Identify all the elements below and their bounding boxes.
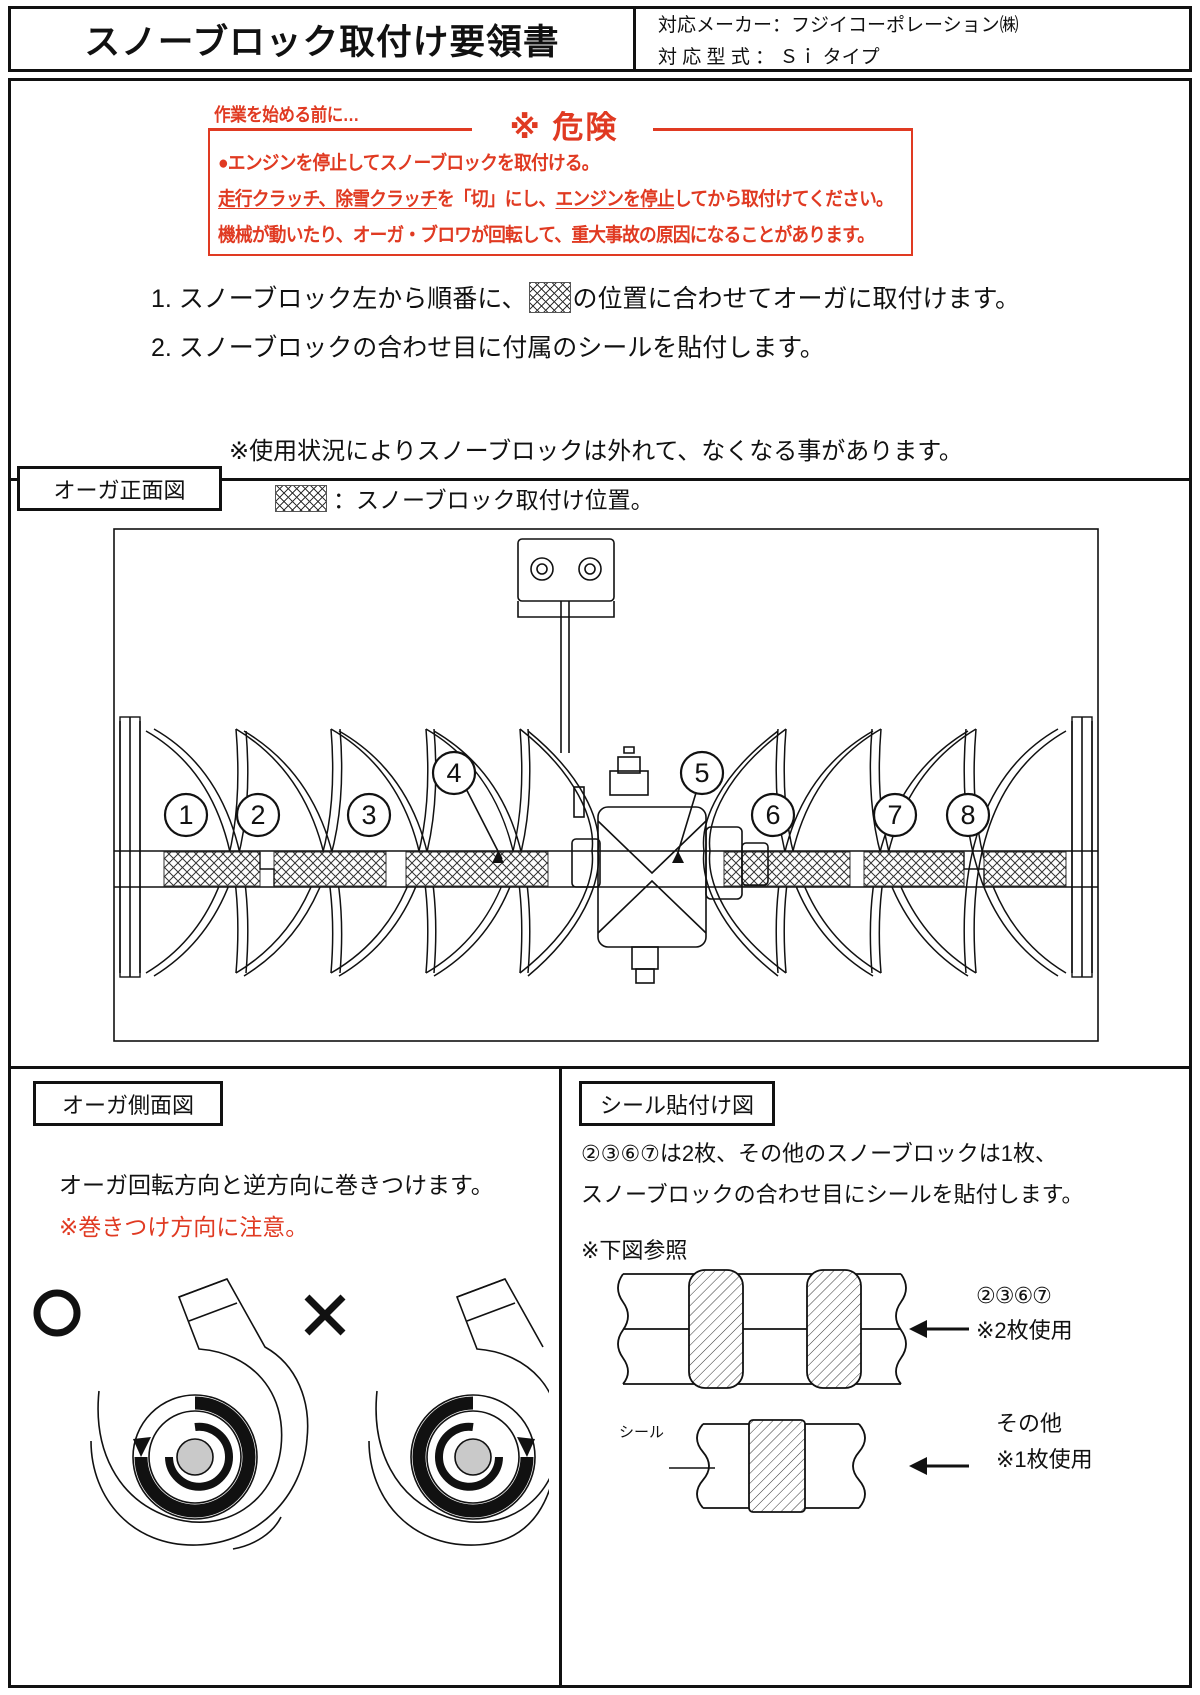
bottom-section-divider (11, 1066, 1189, 1069)
position-marker-4: 4 (431, 750, 477, 796)
side-view-svg (33, 1278, 561, 1550)
callout-two-sheets: ②③⑥⑦ ※2枚使用 (976, 1283, 1073, 1345)
ng-symbol-icon (304, 1294, 346, 1336)
wrap-arrow-correct (133, 1437, 151, 1457)
side-view-incorrect-example (304, 1278, 561, 1546)
callout-arrow-two-sheets (909, 1320, 927, 1338)
ok-symbol-icon (33, 1289, 81, 1337)
step-instructions: 1. スノーブロック左から順番に、 の位置に合わせてオーガに取付けます。 2. … (151, 279, 1020, 364)
position-marker-3: 3 (346, 792, 392, 838)
seal-view-sub-note: ※下図参照 (581, 1238, 688, 1263)
side-view-line-1: オーガ回転方向と逆方向に巻きつけます。 (59, 1172, 494, 1198)
danger-line-3: 機械が動いたり、オーガ・ブロワが回転して、重大事故の原因になることがあります。 (218, 225, 875, 246)
seal-application-diagram (571, 1256, 991, 1516)
position-number-group: 1 2 3 4 5 (163, 750, 991, 838)
position-marker-2: 2 (235, 792, 281, 838)
svg-text:2: 2 (250, 800, 265, 830)
danger-line-2-part-c: エンジンを停止 (555, 189, 674, 210)
document-body-frame: 作業を始める前に… ※ 危険 ●エンジンを停止してスノーブロックを取付ける。 走… (8, 78, 1192, 1688)
auger-front-view-diagram: 1 2 3 4 5 (106, 521, 1106, 1061)
bottom-panel-divider (559, 1069, 562, 1688)
svg-text:3: 3 (361, 800, 376, 830)
position-marker-5: 5 (679, 750, 725, 796)
callout-two-sheets-note: ※2枚使用 (976, 1318, 1073, 1343)
step-2: 2. スノーブロックの合わせ目に付属のシールを貼付します。 (151, 334, 825, 362)
seal-view-text: ②③⑥⑦は2枚、その他のスノーブロックは1枚、 スノーブロックの合わせ目にシール… (581, 1136, 1083, 1209)
seal-view-line-2: スノーブロックの合わせ目にシールを貼付します。 (581, 1182, 1084, 1207)
legend-label: ：スノーブロック取付け位置。 (333, 487, 654, 513)
model-line: 対 応 型 式 ： Ｓｉ タイプ (658, 46, 880, 68)
step-1-text-b: の位置に合わせてオーガに取付けます。 (572, 285, 1021, 313)
side-view-diagram (29, 1261, 561, 1681)
page-title: スノーブロック取付け要領書 (84, 22, 560, 62)
danger-line-2-part-a: 走行クラッチ、除雪クラッチ (218, 189, 438, 210)
step-1: 1. スノーブロック左から順番に、 の位置に合わせてオーガに取付けます。 (151, 279, 1020, 315)
danger-line-2-part-b: を「切」にし、 (436, 189, 556, 210)
danger-title: ※ 危険 (478, 102, 650, 147)
maker-line: 対応メーカー：フジイコーポレーション㈱ (658, 14, 1019, 36)
wrap-direction-arc-incorrect (412, 1396, 534, 1518)
callout-one-sheet-note: ※1枚使用 (996, 1447, 1093, 1472)
tab-front-view: オーガ正面図 (17, 466, 222, 511)
danger-warning-block: 作業を始める前に… ※ 危険 ●エンジンを停止してスノーブロックを取付ける。 走… (208, 101, 913, 256)
side-view-line-2: ※巻きつけ方向に注意。 (59, 1214, 309, 1240)
side-view-text: オーガ回転方向と逆方向に巻きつけます。 ※巻きつけ方向に注意。 (59, 1166, 494, 1242)
svg-text:5: 5 (694, 758, 709, 788)
wrap-direction-arc-correct (134, 1396, 256, 1518)
seal-sticker-1 (688, 1269, 744, 1389)
auger-front-svg: 1 2 3 4 5 (113, 528, 1099, 1042)
callout-one-sheet-label: その他 (996, 1411, 1063, 1436)
callout-one-sheet: その他 ※1枚使用 (996, 1406, 1093, 1474)
document-title-cell: スノーブロック取付け要領書 (11, 9, 636, 69)
usage-note: ※使用状況によりスノーブロックは外れて、なくなる事があります。 (229, 438, 963, 465)
document-header: スノーブロック取付け要領書 対応メーカー：フジイコーポレーション㈱ 対 応 型 … (8, 6, 1192, 72)
step-1-text-a: 1. スノーブロック左から順番に、 (151, 285, 527, 313)
seal-sticker-3 (748, 1419, 806, 1513)
seal-diagram-svg (617, 1269, 969, 1513)
seal-one-sheet-figure (669, 1419, 969, 1513)
svg-text:6: 6 (765, 800, 780, 830)
seal-view-line-1: ②③⑥⑦は2枚、その他のスノーブロックは1枚、 (581, 1141, 1058, 1166)
danger-lines: ●エンジンを停止してスノーブロックを取付ける。 走行クラッチ、除雪クラッチを「切… (210, 128, 911, 247)
wrap-arrow-incorrect (517, 1437, 535, 1457)
position-marker-6: 6 (750, 792, 796, 838)
danger-line-2: 走行クラッチ、除雪クラッチを「切」にし、エンジンを停止してから取付けてください。 (218, 184, 894, 211)
tab-seal-view: シール貼付け図 (579, 1081, 775, 1126)
position-marker-8: 8 (945, 792, 991, 838)
position-marker-7: 7 (872, 792, 918, 838)
seal-sticker-2 (806, 1269, 862, 1389)
svg-text:1: 1 (178, 800, 193, 830)
callout-arrow-one-sheet (909, 1457, 927, 1475)
seal-two-sheet-figure (617, 1269, 969, 1389)
callout-two-sheets-numbers: ②③⑥⑦ (976, 1283, 1052, 1308)
danger-line-2-part-d: してから取付けてください。 (673, 189, 894, 210)
header-meta-block: 対応メーカー：フジイコーポレーション㈱ 対 応 型 式 ： Ｓｉ タイプ (636, 9, 1189, 69)
danger-box: ※ 危険 ●エンジンを停止してスノーブロックを取付ける。 走行クラッチ、除雪クラ… (208, 102, 913, 256)
hatch-swatch-icon (528, 281, 571, 313)
tab-side-view: オーガ側面図 (33, 1081, 223, 1126)
svg-text:8: 8 (960, 800, 975, 830)
position-marker-1: 1 (163, 792, 209, 838)
svg-text:7: 7 (887, 800, 902, 830)
front-view-divider (11, 478, 1189, 481)
legend-hatch-icon (275, 484, 327, 512)
side-view-correct-example (33, 1278, 309, 1550)
danger-line-1: ●エンジンを停止してスノーブロックを取付ける。 (218, 153, 599, 174)
seal-part-label: シール (619, 1424, 665, 1441)
svg-text:4: 4 (446, 758, 461, 788)
front-view-legend: ：スノーブロック取付け位置。 (273, 481, 654, 515)
danger-prelabel: 作業を始める前に… (214, 105, 359, 125)
